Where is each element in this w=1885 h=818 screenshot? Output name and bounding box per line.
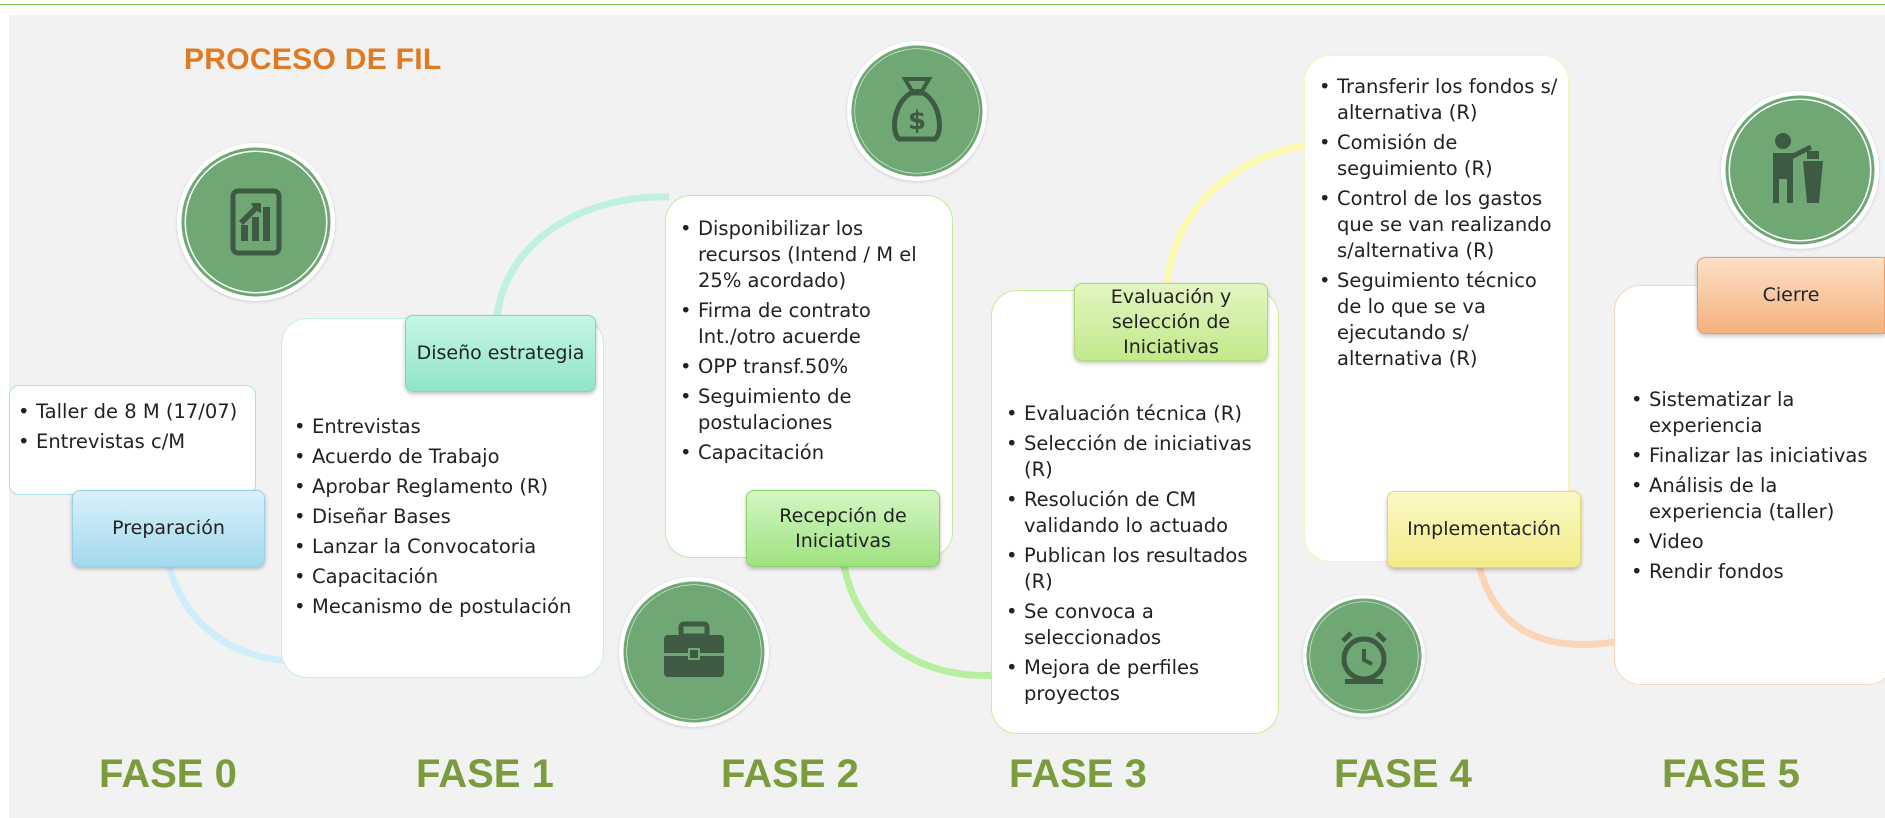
label-cierre: Cierre [1697,257,1885,334]
list-item: Rendir fondos [1627,559,1885,585]
list-item: Taller de 8 M (17/07) [14,399,247,425]
card-fase2-list: Disponibilizar los recursos (Intend / M … [676,216,944,466]
list-item: Resolución de CM validando lo actuado [1002,487,1274,539]
alarm-clock-icon [1306,598,1422,714]
list-item: Selección de iniciativas (R) [1002,431,1274,483]
list-item: Firma de contrato Int./otro acuerde [676,298,944,350]
list-item: Transferir los fondos s/ alternativa (R) [1315,74,1562,126]
label-implementacion: Implementación [1387,491,1581,568]
list-item: Acuerdo de Trabajo [290,444,597,470]
list-item: Mecanismo de postulación [290,594,597,620]
list-item: Mejora de perfiles proyectos [1002,655,1274,707]
fase-1-label: FASE 1 [416,752,554,796]
arc-fase2-fase3 [840,564,998,679]
arc-fase1-fase2 [493,193,670,316]
list-item: Comisión de seguimiento (R) [1315,130,1562,182]
card-fase4-list: Transferir los fondos s/ alternativa (R)… [1315,74,1562,372]
list-item: Seguimiento de postulaciones [676,384,944,436]
list-item: Capacitación [290,564,597,590]
badge-fase5 [1721,91,1879,249]
badge-fase0 [177,143,335,301]
list-item: Entrevistas [290,414,597,440]
card-fase0: Taller de 8 M (17/07) Entrevistas c/M [9,385,256,495]
list-item: Se convoca a seleccionados [1002,599,1274,651]
briefcase-icon [623,581,765,723]
card-fase3-list: Evaluación técnica (R) Selección de inic… [1002,401,1274,707]
tablet-chart-icon [181,147,331,297]
card-fase0-list: Taller de 8 M (17/07) Entrevistas c/M [14,399,247,455]
fase-4-label: FASE 4 [1334,752,1472,796]
label-recepcion-iniciativas: Recepción de Iniciativas [746,490,940,567]
arc-fase3-fase4 [1163,141,1310,286]
label-preparacion: Preparación [72,490,265,567]
list-item: Disponibilizar los recursos (Intend / M … [676,216,944,294]
fase-3-label: FASE 3 [1009,752,1147,796]
card-fase2: Disponibilizar los recursos (Intend / M … [665,195,953,558]
money-bag-icon: $ [851,45,983,177]
list-item: Evaluación técnica (R) [1002,401,1274,427]
label-diseno-estrategia: Diseño estrategia [405,315,596,392]
list-item: Finalizar las iniciativas [1627,443,1885,469]
list-item: Entrevistas c/M [14,429,247,455]
card-fase4: Transferir los fondos s/ alternativa (R)… [1304,55,1569,562]
badge-fase2: $ [847,41,987,181]
card-fase3: Evaluación técnica (R) Selección de inic… [991,290,1279,734]
slide: PROCESO DE FIL $ [9,15,1885,818]
page-title: PROCESO DE FIL [184,43,442,76]
label-evaluacion-seleccion: Evaluación y selección de Iniciativas [1074,283,1268,361]
list-item: Lanzar la Convocatoria [290,534,597,560]
badge-fase1 [619,577,769,727]
card-fase5-list: Sistematizar la experiencia Finalizar la… [1627,387,1885,585]
card-fase1-list: Entrevistas Acuerdo de Trabajo Aprobar R… [290,414,597,620]
badge-fase3 [1303,595,1425,717]
list-item: Publican los resultados (R) [1002,543,1274,595]
list-item: Seguimiento técnico de lo que se va ejec… [1315,268,1562,372]
top-border [0,0,1885,5]
fase-2-label: FASE 2 [721,752,859,796]
list-item: Diseñar Bases [290,504,597,530]
card-fase5: Sistematizar la experiencia Finalizar la… [1614,285,1885,685]
list-item: Sistematizar la experiencia [1627,387,1885,439]
list-item: Aprobar Reglamento (R) [290,474,597,500]
list-item: Análisis de la experiencia (taller) [1627,473,1885,525]
fase-5-label: FASE 5 [1662,752,1800,796]
fase-0-label: FASE 0 [99,752,237,796]
svg-text:$: $ [908,106,926,136]
list-item: OPP transf.50% [676,354,944,380]
presenter-icon [1725,95,1875,245]
list-item: Capacitación [676,440,944,466]
list-item: Video [1627,529,1885,555]
list-item: Control de los gastos que se van realiza… [1315,186,1562,264]
